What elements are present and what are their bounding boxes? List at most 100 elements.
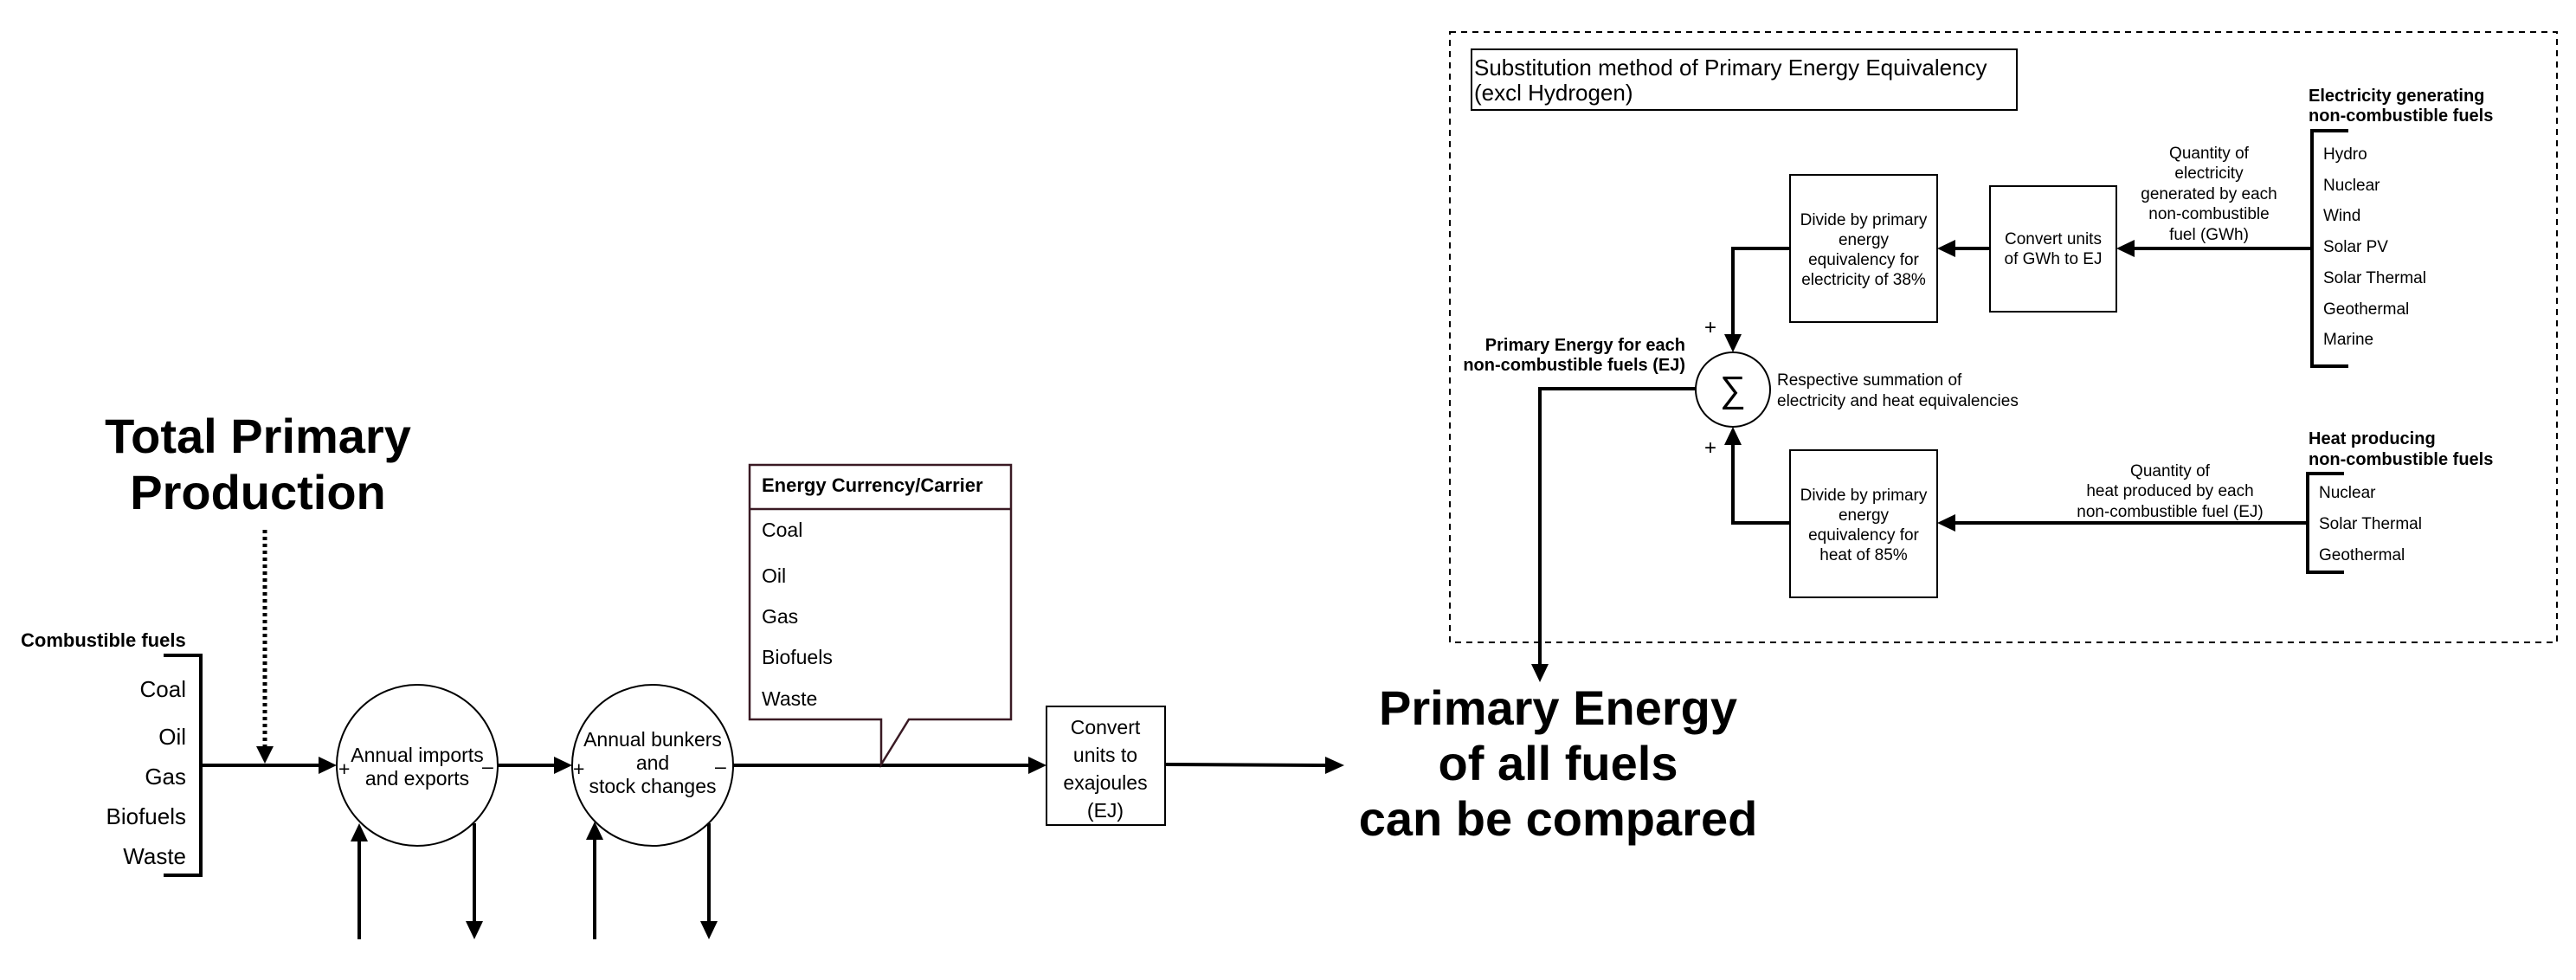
heat-fuel-item: Nuclear xyxy=(2319,484,2376,502)
electricity-fuel-item: Marine xyxy=(2323,331,2373,349)
summation-description-line-1: Respective summation of xyxy=(1777,371,1962,390)
electricity-fuel-item: Wind xyxy=(2323,207,2360,225)
combustible-fuels-header: Combustible fuels xyxy=(21,629,186,651)
divide-electricity-box-line: Divide by primary xyxy=(1800,211,1928,229)
combustible-item: Waste xyxy=(123,843,186,869)
carrier-item: Biofuels xyxy=(762,646,833,668)
heat-to-sum-arrow xyxy=(1724,427,1790,525)
divide-heat-box-line: heat of 85% xyxy=(1819,546,1908,564)
combustible-item: Coal xyxy=(140,676,186,702)
energy-carrier-header: Energy Currency/Carrier xyxy=(762,474,983,496)
heat-quantity-label-line: heat produced by each xyxy=(2086,482,2253,500)
divide-heat-85-box: Divide by primary energy equivalency for… xyxy=(1789,449,1938,598)
result-title-line-2: of all fuels xyxy=(1439,736,1678,790)
bunkers-minus-sign: – xyxy=(715,755,726,777)
combustible-fuels-list: Coal Oil Gas Biofuels Waste xyxy=(106,676,187,869)
bunkers-outflow-arrow xyxy=(700,823,718,939)
heat-fuels-list: Nuclear Solar Thermal Geothermal xyxy=(2319,484,2422,564)
heat-fuel-item: Geothermal xyxy=(2319,546,2405,564)
energy-carrier-callout: Energy Currency/Carrier Coal Oil Gas Bio… xyxy=(748,463,1013,769)
electricity-fuels-header-line-1: Electricity generating xyxy=(2309,87,2484,106)
electricity-to-sum-arrow xyxy=(1724,247,1790,352)
imports-exports-node: Annual imports and exports + – xyxy=(336,684,499,847)
combustible-item: Biofuels xyxy=(106,803,187,829)
divide-heat-box-line: energy xyxy=(1839,506,1890,525)
convert-box-line: exajoules xyxy=(1063,771,1147,794)
electricity-fuel-item: Hydro xyxy=(2323,145,2367,164)
convert-gwh-box-line: Convert units xyxy=(2005,230,2102,248)
primary-energy-each-label-line-1: Primary Energy for each xyxy=(1485,336,1685,355)
flow-arrow-to-convert xyxy=(733,757,1046,774)
divide-electricity-38-box: Divide by primary energy equivalency for… xyxy=(1789,174,1938,323)
convert-gwh-box-line: of GWh to EJ xyxy=(2005,250,2103,268)
imports-node-label-line: Annual imports xyxy=(351,744,483,766)
convert-to-exajoules-box: Convert units to exajoules (EJ) xyxy=(1046,706,1166,826)
bunkers-stock-changes-node: Annual bunkers and stock changes + – xyxy=(571,684,734,847)
electricity-fuel-item: Solar Thermal xyxy=(2323,269,2426,287)
carrier-item: Coal xyxy=(762,519,802,541)
electricity-quantity-label-line: fuel (GWh) xyxy=(2169,226,2249,244)
total-primary-production-title-line-2: Production xyxy=(130,465,386,519)
production-dotted-arrow xyxy=(256,530,274,764)
substitution-title-line-1: Substitution method of Primary Energy Eq… xyxy=(1474,55,1987,81)
divide-heat-box-line: equivalency for xyxy=(1808,526,1919,545)
electricity-fuels-list: Hydro Nuclear Wind Solar PV Solar Therma… xyxy=(2323,145,2426,349)
heat-fuels-header-line-2: non-combustible fuels xyxy=(2309,450,2493,469)
divide-heat-box-line: Divide by primary xyxy=(1800,487,1928,505)
imports-plus-sign: + xyxy=(338,758,350,780)
heat-quantity-label-line: non-combustible fuel (EJ) xyxy=(2077,503,2263,521)
electricity-quantity-label-line: non-combustible xyxy=(2148,205,2269,223)
total-primary-production-title-line-1: Total Primary xyxy=(105,409,411,463)
bunkers-node-label-line: stock changes xyxy=(589,775,716,797)
electricity-fuel-item: Solar PV xyxy=(2323,238,2388,256)
imports-inflow-arrow xyxy=(351,823,368,939)
electricity-fuels-header-line-2: non-combustible fuels xyxy=(2309,106,2493,126)
bunkers-node-label-line: and xyxy=(636,751,669,774)
carrier-item: Gas xyxy=(762,605,798,628)
electricity-fuel-item: Nuclear xyxy=(2323,177,2380,195)
divide-electricity-box-line: equivalency for xyxy=(1808,251,1919,269)
divide-electricity-box-line: electricity of 38% xyxy=(1801,271,1926,289)
bunkers-plus-sign: + xyxy=(573,758,584,780)
heat-quantity-label: Quantity of heat produced by each non-co… xyxy=(2077,462,2263,521)
substitution-title-line-2: (excl Hydrogen) xyxy=(1474,80,1633,106)
bunkers-node-label-line: Annual bunkers xyxy=(583,728,722,751)
divide-electricity-box-line: energy xyxy=(1839,231,1890,249)
imports-node-label-line: and exports xyxy=(365,767,469,790)
sum-to-result-arrow xyxy=(1531,387,1696,682)
electricity-quantity-label-line: Quantity of xyxy=(2169,145,2250,163)
carrier-item: Oil xyxy=(762,564,786,587)
flow-arrow-to-imports xyxy=(201,757,337,774)
heat-flow-arrow xyxy=(1937,514,2308,532)
combustible-item: Oil xyxy=(158,724,186,750)
exports-outflow-arrow xyxy=(466,823,483,939)
heat-fuels-header-line-1: Heat producing xyxy=(2309,429,2436,448)
substitution-title-box: Substitution method of Primary Energy Eq… xyxy=(1471,48,2018,111)
sigma-icon: ∑ xyxy=(1720,369,1746,409)
electricity-quantity-label-line: electricity xyxy=(2174,164,2244,183)
convert-box-line: units to xyxy=(1073,744,1137,766)
bunkers-inflow-arrow xyxy=(586,822,603,939)
substitution-method-group xyxy=(1449,31,2558,643)
combustible-item: Gas xyxy=(145,764,186,790)
convert-box-line: (EJ) xyxy=(1087,799,1124,822)
primary-energy-each-label-line-2: non-combustible fuels (EJ) xyxy=(1463,356,1685,375)
electricity-quantity-label-line: generated by each xyxy=(2141,185,2277,203)
carrier-item: Waste xyxy=(762,687,817,710)
summation-description-line-2: electricity and heat equivalencies xyxy=(1777,392,2019,410)
convert-box-line: Convert xyxy=(1071,716,1141,738)
result-title-line-3: can be compared xyxy=(1359,791,1758,846)
electricity-fuel-item: Geothermal xyxy=(2323,300,2409,319)
flow-arrow-to-bunkers xyxy=(498,757,572,774)
sum-plus-top: + xyxy=(1704,316,1716,339)
electricity-quantity-label: Quantity of electricity generated by eac… xyxy=(2141,145,2277,244)
imports-minus-sign: – xyxy=(482,755,493,777)
result-title-line-1: Primary Energy xyxy=(1379,680,1737,735)
electricity-flow-arrow xyxy=(2116,240,2312,257)
flow-arrow-to-result xyxy=(1164,757,1344,774)
heat-fuel-item: Solar Thermal xyxy=(2319,515,2422,533)
convert-gwh-to-ej-box: Convert units of GWh to EJ xyxy=(1989,185,2117,313)
heat-quantity-label-line: Quantity of xyxy=(2130,462,2211,480)
convert-to-divide-arrow xyxy=(1937,240,1990,257)
